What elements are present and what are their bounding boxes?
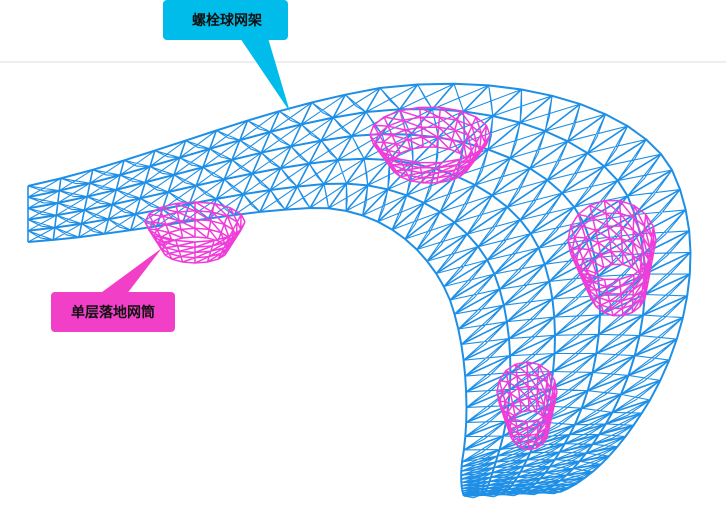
grid-transverse (463, 251, 691, 361)
bolt-ball-grid-callout (163, 0, 290, 112)
grid-transverse (465, 359, 670, 438)
grid-chord (27, 182, 512, 496)
tube-bottom (496, 361, 558, 451)
grid-transverse (284, 94, 347, 210)
single-layer-tube-label: 单层落地网筒 (71, 305, 155, 321)
callout-pointer (240, 38, 290, 112)
callout-box (51, 292, 175, 332)
callout-box (163, 0, 288, 40)
grid-transverse (443, 153, 662, 288)
grid-transverse (259, 102, 313, 213)
grid-transverse (457, 209, 687, 330)
grid-transverse (78, 169, 94, 238)
grid-transverse (466, 316, 684, 409)
bolt-ball-grid-label: 螺栓球网架 (192, 13, 262, 29)
grid-transverse (309, 87, 381, 209)
tube-members (496, 361, 558, 451)
tube-top (369, 106, 491, 184)
grid-transverse (182, 130, 218, 223)
grid-transverse (345, 83, 455, 212)
single-layer-tubes (144, 106, 657, 451)
grid-transverse (449, 169, 673, 301)
grid-transverse (454, 188, 681, 315)
grid-transverse (463, 379, 661, 451)
grid-transverse (52, 178, 62, 240)
grid-transverse (461, 399, 651, 463)
callout-pointer (98, 248, 162, 295)
grid-transverse (362, 84, 490, 216)
grid-transverse (460, 230, 690, 346)
grid-transverse (404, 103, 581, 240)
tube-members (144, 201, 246, 264)
tube-members (369, 106, 491, 184)
grid-transverse (464, 273, 691, 377)
grid-transverse (416, 113, 606, 251)
grid-transverse (103, 160, 125, 235)
tube-members (567, 199, 657, 317)
grid-transverse (426, 125, 629, 262)
grid-transverse (233, 110, 281, 216)
grid-transverse (129, 150, 156, 231)
tube-left (144, 201, 246, 264)
single-layer-tube-callout (51, 248, 175, 332)
grid-chord (27, 207, 468, 497)
tube-right (567, 199, 657, 317)
grid-transverse (327, 84, 419, 209)
grid-transverse (207, 120, 249, 219)
grid-transverse (435, 138, 647, 275)
grid-transverse (377, 88, 523, 223)
grid-transverse (461, 412, 643, 468)
